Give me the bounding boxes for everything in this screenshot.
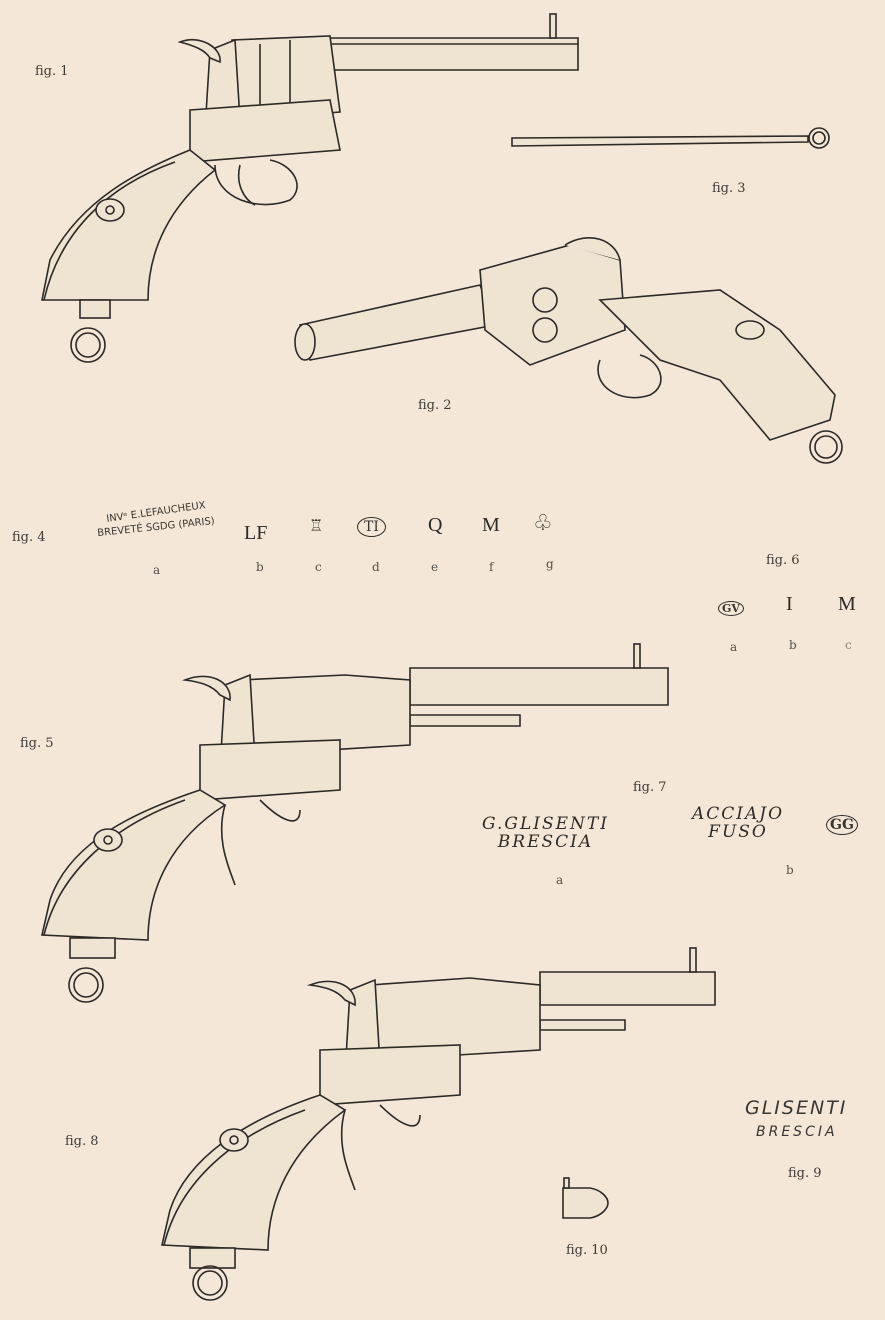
fig4-mark-ti: TI <box>357 517 386 537</box>
fig7a-mark: G.GLISENTI BRESCIA <box>482 815 609 851</box>
fig7b-line1: ACCIAJO <box>692 804 785 824</box>
fig4-mark-m: M <box>482 514 500 536</box>
fig7b-mark: ACCIAJO FUSO <box>692 805 784 841</box>
fig4-mark-c: ♖ <box>309 518 324 535</box>
fig4-label-e: e <box>431 560 439 574</box>
fig4-label-a: a <box>153 563 161 577</box>
fig4-mark-q: Q <box>428 514 443 536</box>
fig7b-mark-gg: GG <box>826 815 858 835</box>
fig5-caption: fig. 5 <box>20 736 54 751</box>
lefaucheux-stamp: INVᵉ E.LEFAUCHEUX BREVETÉ SGDG (PARIS) <box>96 500 216 539</box>
fig9-mark-line1: GLISENTI <box>745 1097 848 1119</box>
fig4-label-g: g <box>546 557 554 571</box>
fig4-mark-club: ♧ <box>533 510 553 535</box>
fig7a-line2: BRESCIA <box>497 832 594 852</box>
fig6-label-b: b <box>789 638 797 652</box>
fig1-caption: fig. 1 <box>35 64 69 79</box>
fig7b-line2: FUSO <box>708 822 768 842</box>
fig6-mark-gv: GV <box>718 601 744 616</box>
fig10-caption: fig. 10 <box>566 1243 608 1258</box>
fig4-label-c: c <box>315 560 322 574</box>
fig9-caption: fig. 9 <box>788 1166 822 1181</box>
fig6-caption: fig. 6 <box>766 553 800 568</box>
fig7-caption: fig. 7 <box>633 780 667 795</box>
fig6-label-c: c <box>845 638 852 652</box>
fig9-mark-line2: BRESCIA <box>756 1124 838 1140</box>
fig4-caption: fig. 4 <box>12 530 46 545</box>
fig4-label-f: f <box>489 560 494 574</box>
fig4-mark-lf: LF <box>244 522 268 544</box>
fig7-label-b: b <box>786 863 794 877</box>
fig4-label-d: d <box>372 560 380 574</box>
fig2-caption: fig. 2 <box>418 398 452 413</box>
fig3-caption: fig. 3 <box>712 181 746 196</box>
fig6-mark-m: M <box>838 593 856 615</box>
fig4-label-b: b <box>256 560 264 574</box>
fig7a-line1: G.GLISENTI <box>482 814 609 834</box>
fig7-label-a: a <box>556 873 564 887</box>
fig8-caption: fig. 8 <box>65 1134 99 1149</box>
fig6-mark-i: I <box>786 593 793 615</box>
fig6-label-a: a <box>730 640 738 654</box>
